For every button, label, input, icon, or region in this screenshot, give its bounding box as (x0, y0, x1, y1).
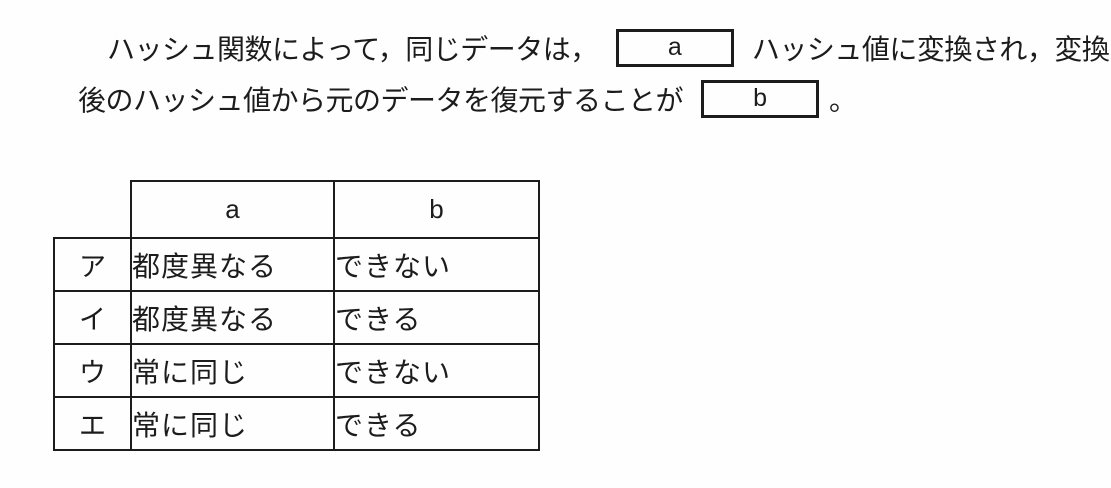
cell-b: できる (333, 396, 540, 451)
cell-b: できない (333, 237, 540, 292)
cell-a: 都度異なる (130, 290, 335, 345)
blank-box-b-label: b (753, 84, 767, 112)
cell-b: できる (333, 290, 540, 345)
cell-a: 都度異なる (130, 237, 335, 292)
question-line-1-text-before: ハッシュ関数によって，同じデータは， (107, 33, 598, 65)
question-line-2: 後のハッシュ値から元のデータを復元することが b 。 (78, 73, 1109, 124)
cell-a: 常に同じ (130, 396, 335, 451)
question-line-1: ハッシュ関数によって，同じデータは， a ハッシュ値に変換され，変換 (78, 22, 1110, 73)
cell-a: 常に同じ (130, 343, 335, 398)
table-row-u: ウ 常に同じ できない (53, 343, 540, 398)
answer-table-header-b: b (333, 180, 540, 239)
row-label: イ (53, 290, 132, 345)
question-text: ハッシュ関数によって，同じデータは， a ハッシュ値に変換され，変換 後のハッシ… (78, 22, 1110, 124)
blank-box-a: a (615, 28, 734, 67)
answer-table-header-a: a (130, 180, 335, 239)
blank-box-a-label: a (667, 33, 682, 61)
table-row-a: ア 都度異なる できない (53, 237, 540, 292)
answer-table-header-row: a b (54, 180, 540, 239)
row-label: ウ (53, 343, 132, 398)
row-label: ア (53, 237, 132, 292)
question-line-1-text-after: ハッシュ値に変換され，変換 (751, 33, 1110, 65)
row-label: エ (53, 396, 132, 451)
answer-table-corner-cell (54, 181, 131, 238)
blank-box-b: b (701, 79, 820, 118)
answer-table: a b ア 都度異なる できない イ 都度異なる できる ウ 常に同じ できない… (53, 180, 540, 451)
table-row-i: イ 都度異なる できる (53, 290, 540, 345)
table-row-e: エ 常に同じ できる (53, 396, 540, 451)
question-line-2-text-before: 後のハッシュ値から元のデータを復元することが (78, 84, 684, 116)
cell-b: できない (333, 343, 540, 398)
question-line-2-period: 。 (829, 84, 857, 116)
